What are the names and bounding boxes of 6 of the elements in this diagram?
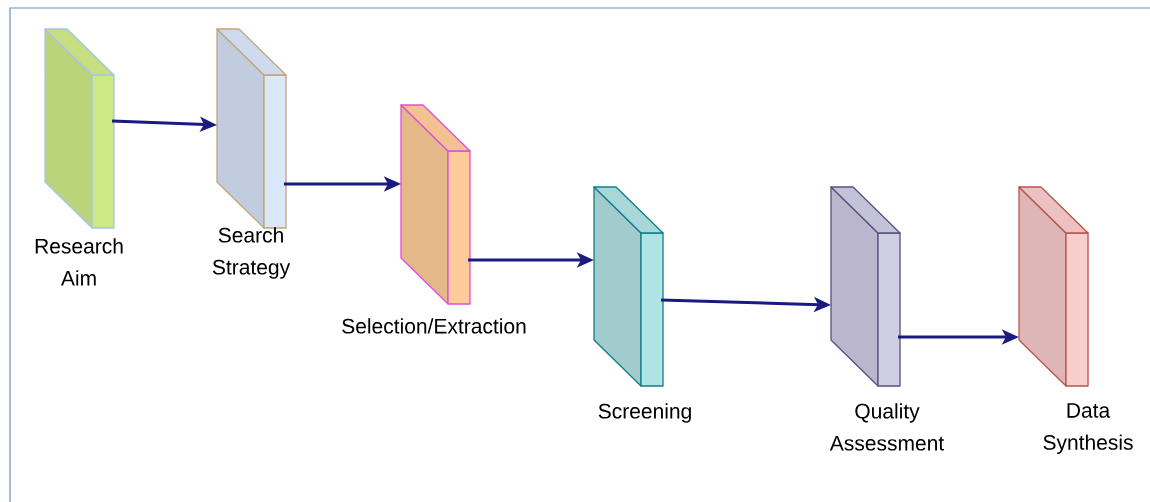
step-label: Selection/Extraction xyxy=(342,318,526,334)
step-label: Research Aim xyxy=(35,238,123,286)
step-label: Data Synthesis xyxy=(1043,403,1133,454)
step-label: Quality Assessment xyxy=(829,403,944,451)
step-label: Screening xyxy=(598,403,691,423)
step-label: Search Strategy xyxy=(212,227,291,279)
